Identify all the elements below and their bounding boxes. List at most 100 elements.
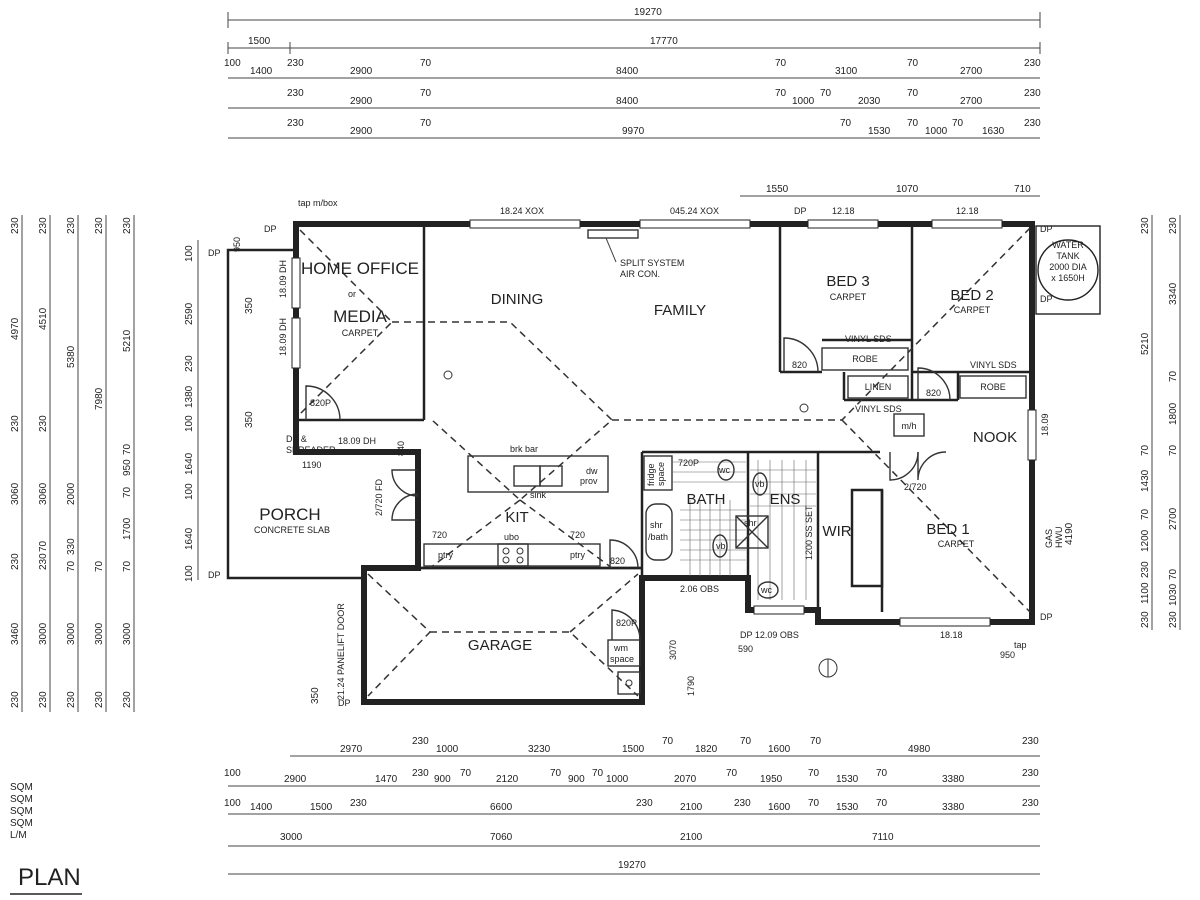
pantry-label: ptry xyxy=(438,550,454,560)
dim-text: 840 xyxy=(396,441,406,456)
tap-box-label: tap m/box xyxy=(298,198,338,208)
water-tank-label: x 1650H xyxy=(1051,273,1085,283)
dim-text: 3380 xyxy=(942,802,965,813)
room-floor-label: CARPET xyxy=(342,328,379,338)
dim-text: 230 xyxy=(1024,118,1041,129)
dim-text: 5380 xyxy=(66,345,77,368)
dim-text: 2900 xyxy=(350,96,373,107)
roof-lines xyxy=(299,227,1031,697)
dim-text: 230 xyxy=(38,691,49,708)
room-bed3-label: BED 3 xyxy=(826,273,869,290)
room-floor-label: CONCRETE SLAB xyxy=(254,525,330,535)
dim-text: 19270 xyxy=(634,7,662,18)
dim-text: 70 xyxy=(775,88,787,99)
dim-text: 1640 xyxy=(184,527,195,550)
dim-text: 70 xyxy=(1140,508,1151,520)
dp-spreader-label: SPREADER xyxy=(286,445,336,455)
dim-text: 3000 xyxy=(94,622,105,645)
dim-text: 950 xyxy=(232,237,242,252)
dim-text: 70 xyxy=(740,736,752,747)
left-dimensions: 230 4970 230 3060 230 3460 230 230 4510 … xyxy=(10,215,321,712)
door-label: 820 xyxy=(926,388,941,398)
downpipe-label: DP xyxy=(1040,294,1053,304)
window-label: 1200 SS SET xyxy=(804,505,814,560)
dim-text: 1000 xyxy=(606,774,629,785)
dim-text: 100 xyxy=(184,245,195,262)
water-tank-label: TANK xyxy=(1056,251,1079,261)
door-label: 820P xyxy=(616,618,637,628)
windows xyxy=(291,219,1037,627)
room-floor-label: CARPET xyxy=(938,539,975,549)
leader-line xyxy=(605,237,617,263)
vanity-label: vb xyxy=(755,479,765,489)
dim-text: 590 xyxy=(738,644,753,654)
window-label: 18.09 xyxy=(1040,413,1050,436)
window-label: 18.09 DH xyxy=(278,260,288,298)
door-swing xyxy=(783,337,819,373)
window xyxy=(807,219,879,229)
dim-text: 350 xyxy=(310,687,321,704)
dim-text: 70 xyxy=(1168,568,1179,580)
dim-text: 230 xyxy=(1024,58,1041,69)
room-nook-label: NOOK xyxy=(973,429,1017,446)
downpipe-label: DP xyxy=(1040,224,1053,234)
dim-text: 1800 xyxy=(1168,402,1179,425)
dim-text: 70 xyxy=(38,540,49,552)
water-tank-icon xyxy=(1037,239,1099,301)
tub-drain-icon xyxy=(625,679,633,687)
split-system-label: SPLIT SYSTEM xyxy=(620,258,684,268)
dim-text: 3230 xyxy=(528,744,551,755)
room-floor-label: CARPET xyxy=(830,292,867,302)
area-legend: SQM SQM SQM SQM L/M xyxy=(10,782,33,841)
cooktop-burner-icon xyxy=(502,556,510,564)
dim-text: 230 xyxy=(1140,217,1151,234)
dim-text: 230 xyxy=(184,355,195,372)
dim-text: 230 xyxy=(636,798,653,809)
dim-text: 7110 xyxy=(872,832,894,843)
dim-text: 1950 xyxy=(760,774,783,785)
dim-text: 70 xyxy=(1140,444,1151,456)
dim-text: 1100 xyxy=(1140,582,1151,604)
fridge-label: fridge xyxy=(646,463,656,486)
dim-text: 6600 xyxy=(490,802,513,813)
dim-text: 2070 xyxy=(674,774,697,785)
dim-text: 1640 xyxy=(184,452,195,475)
dim-text: 1500 xyxy=(622,744,645,755)
dim-text: 100 xyxy=(224,768,241,779)
vanity-label: vb xyxy=(716,541,726,551)
window xyxy=(469,219,581,229)
dim-text: 1380 xyxy=(184,385,195,408)
dim-text: 230 xyxy=(1022,768,1039,779)
dim-text: 70 xyxy=(1168,444,1179,456)
dim-text: 1030 xyxy=(1168,583,1179,606)
dim-text: 70 xyxy=(840,118,852,129)
door-label: 2/720 xyxy=(904,482,927,492)
fixtures: WATER TANK 2000 DIA x 1650H ROBE ROBE LI… xyxy=(423,225,1101,695)
hip-line xyxy=(367,573,432,697)
window xyxy=(639,219,751,229)
dim-text: 230 xyxy=(94,691,105,708)
dim-text: 1820 xyxy=(695,744,718,755)
dim-text: 9970 xyxy=(622,126,645,137)
downpipe-label: DP xyxy=(264,224,277,234)
window-label: 18.24 XOX xyxy=(500,206,544,216)
sink-label: sink xyxy=(530,490,547,500)
dim-text: 5210 xyxy=(122,329,133,352)
dim-text: 230 xyxy=(734,798,751,809)
legend-unit: SQM xyxy=(10,782,33,793)
door-label: 820 xyxy=(610,556,625,566)
dim-text: 70 xyxy=(810,736,822,747)
window xyxy=(753,605,805,615)
dim-text: 3000 xyxy=(122,622,133,645)
dim-text: 2000 xyxy=(66,482,77,505)
fridge-label: space xyxy=(656,462,666,486)
dim-text: 3100 xyxy=(835,66,858,77)
porch-edge xyxy=(226,248,364,580)
dim-text: 70 xyxy=(94,560,105,572)
cooktop-burner-icon xyxy=(516,547,524,555)
bathtub-icon xyxy=(645,503,673,561)
dim-text: 70 xyxy=(775,58,787,69)
dim-text: 1470 xyxy=(375,774,398,785)
door-label: 720P xyxy=(678,458,699,468)
dim-text: 230 xyxy=(412,768,429,779)
